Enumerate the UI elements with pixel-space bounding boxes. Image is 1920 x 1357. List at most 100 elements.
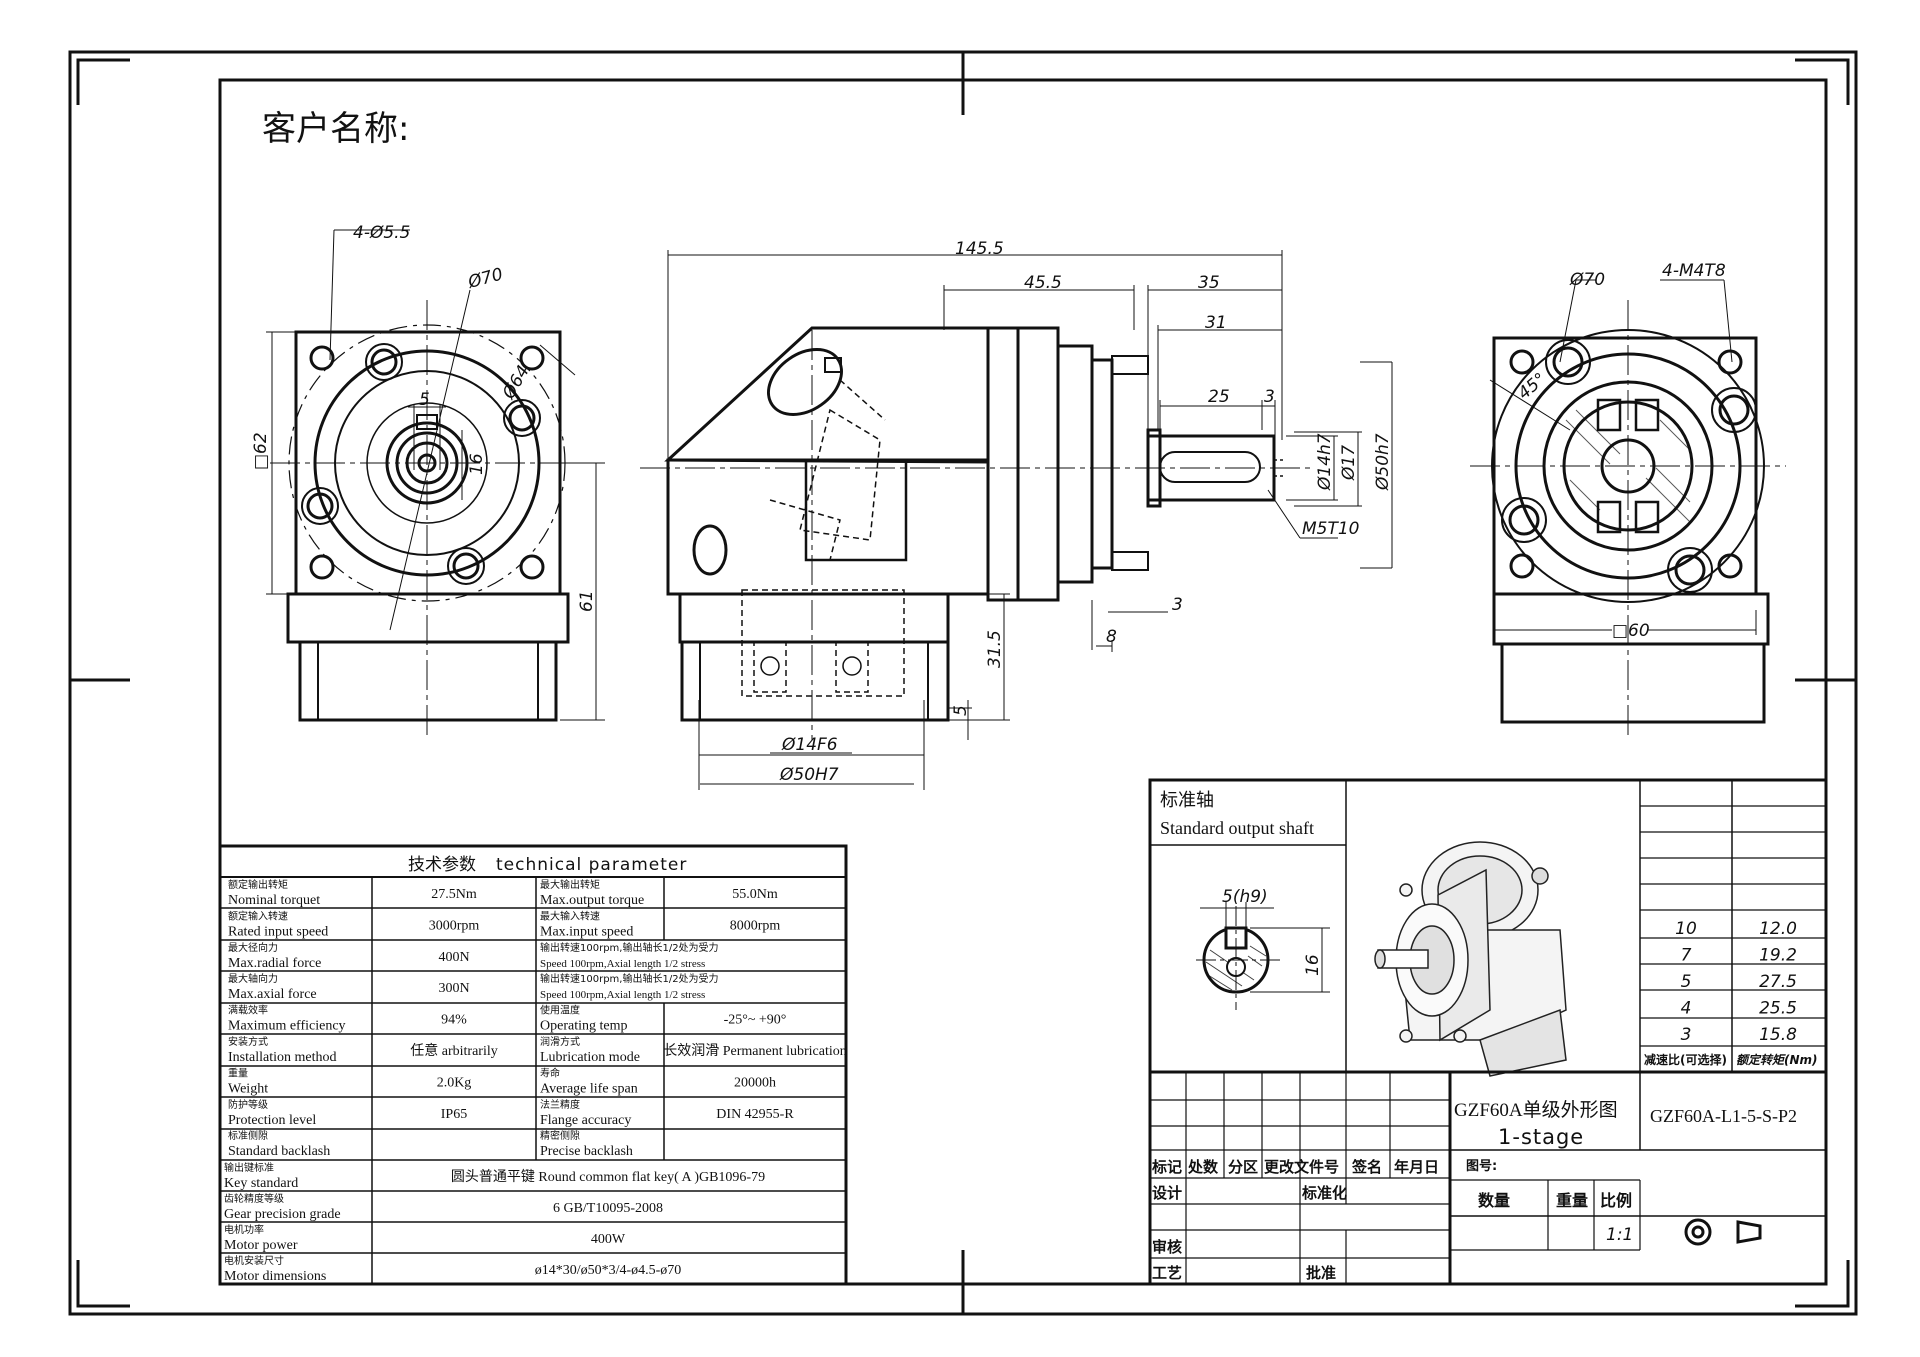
ratio-value: 10 [1675, 919, 1697, 939]
param-label-en: Rated input speed [228, 924, 328, 939]
side-flange-8-dim: 8 [1106, 627, 1117, 647]
tb-approve: 批准 [1306, 1264, 1336, 1282]
tb-qty: 数量 [1478, 1191, 1510, 1210]
param-label-en: Motor dimensions [224, 1269, 326, 1284]
param-label-en: Speed 100rpm,Axial length 1/2 stress [540, 958, 705, 970]
param-label-en: Motor power [224, 1238, 298, 1253]
projection-symbol-icon [1684, 1218, 1762, 1246]
front-height-dim: 61 [577, 590, 597, 612]
param-value: 6 GB/T10095-2008 [553, 1201, 663, 1216]
param-label-en: Lubrication mode [540, 1050, 640, 1065]
side-pilot-dim: Ø50h7 [1373, 433, 1393, 491]
tb-zone: 分区 [1228, 1158, 1258, 1176]
param-label-cn: 最大径向力 [228, 941, 278, 954]
param-label-cn: 最大输出转矩 [540, 878, 600, 891]
drawing-code: GZF60A-L1-5-S-P2 [1650, 1106, 1797, 1126]
inner-border [218, 78, 1828, 1286]
param-value: 27.5Nm [431, 887, 477, 902]
param-label-cn: 额定输出转矩 [228, 878, 288, 891]
param-label-en: Installation method [228, 1050, 336, 1065]
param-label-en: Operating temp [540, 1019, 627, 1034]
shaft-box-title-en: Standard output shaft [1160, 818, 1314, 838]
tb-scale-value: 1:1 [1606, 1225, 1633, 1245]
ratio-value: 3 [1681, 1025, 1692, 1045]
param-label-en: Flange accuracy [540, 1113, 631, 1128]
param-label-en: Max.radial force [228, 956, 321, 971]
torque-value: 27.5 [1759, 972, 1797, 992]
torque-value: 25.5 [1759, 999, 1797, 1019]
tb-mark: 标记 [1151, 1158, 1182, 1176]
title-block-grid [1150, 1070, 1826, 1284]
param-label-en: Max.input speed [540, 924, 633, 939]
tb-count: 处数 [1187, 1158, 1219, 1176]
tb-review: 审核 [1152, 1238, 1182, 1256]
param-label-cn: 最大轴向力 [228, 972, 278, 985]
side-bore-pilot-dim: Ø50H7 [779, 765, 839, 785]
torque-value: 12.0 [1759, 919, 1797, 939]
param-label-cn: 法兰精度 [540, 1098, 580, 1111]
param-label-en: Max.axial force [228, 987, 317, 1002]
torque-value: 19.2 [1759, 946, 1797, 966]
ratio-table-rows: 10 12.0 7 19.2 5 27.5 4 25.5 3 15.8 [1675, 919, 1797, 1045]
param-value: 长效润滑 Permanent lubrication [663, 1042, 847, 1059]
param-label-en: Nominal torquet [228, 893, 320, 908]
param-label-en: Average life span [540, 1081, 638, 1096]
param-label-cn: 输出转速100rpm,输出轴长1/2处为受力 [540, 941, 719, 954]
param-value: 3000rpm [429, 918, 480, 933]
param-label-cn: 电机功率 [224, 1223, 264, 1236]
front-holes-dim: 4-Ø5.5 [353, 223, 410, 243]
drawing-title-en: 1-stage [1498, 1125, 1584, 1149]
param-value: 2.0Kg [437, 1075, 472, 1090]
tb-sign: 签名 [1351, 1158, 1382, 1176]
param-label-cn: 防护等级 [228, 1098, 268, 1111]
param-value: 400W [591, 1232, 626, 1247]
ratio-value: 5 [1681, 972, 1692, 992]
tech-table-title-en: technical parameter [496, 855, 687, 875]
side-shaft-dia-dim: Ø14h7 [1315, 433, 1335, 491]
side-length-3-dim: 3 [1264, 387, 1275, 407]
tech-table-rows: 额定输出转矩 Nominal torquet 27.5Nm 最大输出转矩 Max.out… [224, 878, 847, 1284]
ratio-value: 7 [1681, 946, 1692, 966]
rear-pcd-dim: Ø70 [1569, 270, 1605, 290]
param-value: 20000h [734, 1075, 776, 1090]
param-label-en: Max.output torque [540, 893, 644, 908]
param-label-cn: 精密侧隙 [540, 1129, 580, 1142]
torque-value: 15.8 [1759, 1025, 1797, 1045]
gearbox-isometric-image [1374, 841, 1567, 1077]
param-label-cn: 安装方式 [228, 1035, 268, 1048]
param-label-en: Precise backlash [540, 1144, 633, 1159]
tb-design: 设计 [1152, 1184, 1182, 1202]
side-length-45-dim: 45.5 [1024, 273, 1062, 293]
param-label-cn: 齿轮精度等级 [224, 1192, 284, 1205]
tb-weight: 重量 [1556, 1191, 1588, 1210]
side-view [640, 250, 1393, 790]
param-label-cn: 重量 [228, 1066, 248, 1079]
ratio-value: 4 [1681, 999, 1692, 1019]
param-value: 55.0Nm [732, 887, 778, 902]
tb-date: 年月日 [1394, 1158, 1439, 1176]
param-label-en: Gear precision grade [224, 1207, 341, 1222]
rear-square-dim: □60 [1612, 621, 1650, 641]
tech-table-grid [218, 844, 848, 1286]
param-label-en: Speed 100rpm,Axial length 1/2 stress [540, 989, 705, 1001]
param-label-cn: 寿命 [540, 1066, 560, 1079]
param-label-cn: 满载效率 [228, 1004, 268, 1017]
param-value: -25°~ +90° [724, 1013, 787, 1028]
shaft-box-grid [1148, 778, 1828, 1286]
front-key-height-dim: 16 [467, 453, 487, 475]
front-pcd-dim: Ø70 [465, 264, 505, 293]
param-label-en: Key standard [224, 1176, 298, 1191]
front-view [266, 229, 605, 740]
side-total-length-dim: 145.5 [955, 239, 1004, 259]
shaft-key-dim: 5(h9) [1222, 887, 1268, 907]
param-label-en: Weight [228, 1081, 268, 1096]
param-label-cn: 润滑方式 [540, 1035, 580, 1048]
param-label-en: Protection level [228, 1113, 316, 1128]
param-label-cn: 最大输入转速 [540, 909, 600, 922]
param-label-en: Standard backlash [228, 1144, 330, 1159]
side-length-35-dim: 35 [1198, 273, 1220, 293]
drawing-title-cn: GZF60A单级外形图 [1454, 1099, 1618, 1121]
ratio-table-grid [1640, 805, 1826, 1047]
torque-header: 额定转矩(Nm) [1736, 1053, 1818, 1067]
